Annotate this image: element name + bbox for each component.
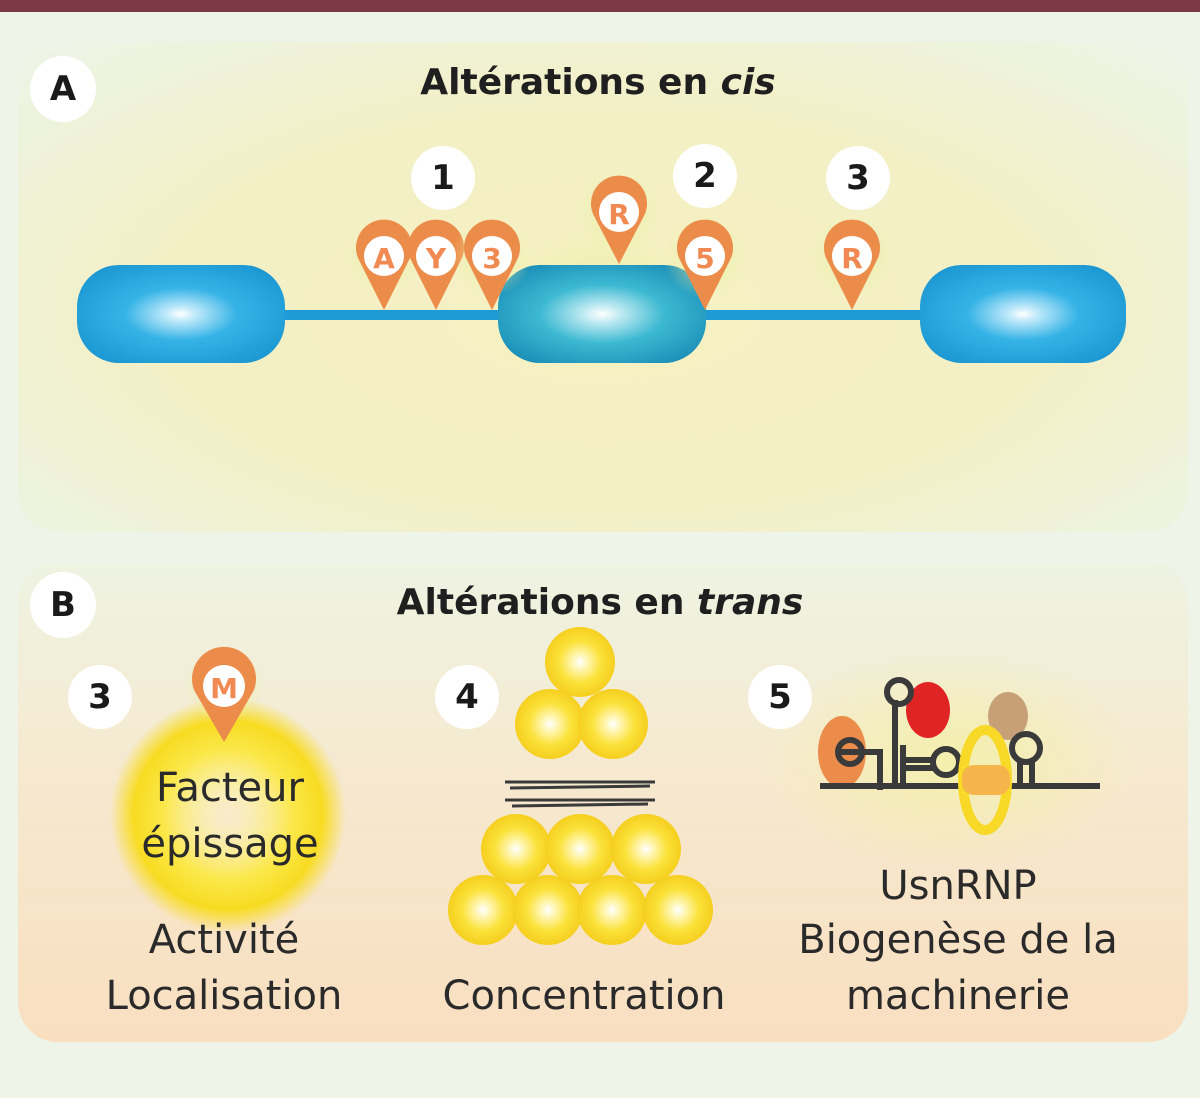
- col3-caption-line1: UsnRNP: [879, 863, 1037, 909]
- protein-red: [906, 682, 950, 738]
- col1-caption-line1: Activité: [148, 917, 300, 963]
- panel-b-number-4: 4: [435, 665, 499, 729]
- protein-tan: [988, 692, 1028, 740]
- svg-text:3: 3: [482, 242, 501, 275]
- marker-pin-y: Y: [408, 219, 464, 310]
- factor-ball: [545, 814, 615, 884]
- concentration-bottom-group: [448, 814, 713, 945]
- svg-text:R: R: [608, 198, 630, 231]
- panel-b-title-italic: trans: [697, 582, 804, 623]
- panel-a-number-3: 3: [826, 146, 890, 210]
- snrnp-complex: [818, 677, 1100, 835]
- panel-a-title: Altérations en cis: [420, 62, 775, 103]
- svg-text:M: M: [210, 672, 238, 705]
- panel-a-number-1: 1: [411, 146, 475, 210]
- svg-text:R: R: [841, 242, 863, 275]
- svg-text:Y: Y: [425, 242, 447, 275]
- marker-pin-3: 3: [452, 216, 532, 310]
- protein-yellow-bar: [962, 765, 1010, 795]
- panel-a-number-2: 2: [673, 144, 737, 208]
- panel-b-number-3: 3: [68, 665, 132, 729]
- factor-ball: [577, 875, 647, 945]
- factor-ball: [513, 875, 583, 945]
- snrnp-glow: [760, 650, 1140, 870]
- concentration-top-group: [515, 627, 648, 759]
- factor-ball: [545, 627, 615, 697]
- marker-pin-r-exon: R: [577, 170, 661, 264]
- factor-ball: [448, 875, 518, 945]
- svg-text:A: A: [373, 242, 395, 275]
- exon-middle: [498, 265, 706, 363]
- factor-label-line1: Facteur: [156, 765, 304, 811]
- factor-ball: [481, 814, 551, 884]
- marker-pin-5: 5: [663, 214, 747, 310]
- panel-b-letter: B: [30, 572, 96, 638]
- panel-a-letter: A: [30, 56, 96, 122]
- splicing-factor-ring: [110, 697, 346, 933]
- factor-ball: [643, 875, 713, 945]
- factor-ball: [611, 814, 681, 884]
- exon-right: [920, 265, 1126, 363]
- col3-caption-line2: Biogenèse de la: [798, 917, 1118, 963]
- exon-left: [77, 265, 285, 363]
- panel-b-title-prefix: Altérations en: [396, 582, 698, 623]
- col3-caption-line3: machinerie: [845, 973, 1071, 1019]
- panel-b-number-5: 5: [748, 665, 812, 729]
- marker-pin-r-intron: R: [810, 214, 894, 310]
- factor-label-line2: épissage: [141, 821, 319, 867]
- col1-caption-line2: Localisation: [105, 973, 343, 1019]
- marker-pin-a: A: [346, 218, 422, 310]
- top-accent-bar: [0, 0, 1200, 12]
- factor-ball: [578, 689, 648, 759]
- svg-text:5: 5: [695, 242, 714, 275]
- panel-b-title: Altérations en trans: [397, 582, 804, 623]
- not-equal-sign: [505, 780, 655, 808]
- col2-caption: Concentration: [442, 973, 726, 1019]
- marker-pin-m: M: [184, 646, 264, 742]
- panel-a-title-italic: cis: [720, 62, 776, 103]
- factor-ball: [515, 689, 585, 759]
- panel-a-title-prefix: Altérations en: [420, 62, 721, 103]
